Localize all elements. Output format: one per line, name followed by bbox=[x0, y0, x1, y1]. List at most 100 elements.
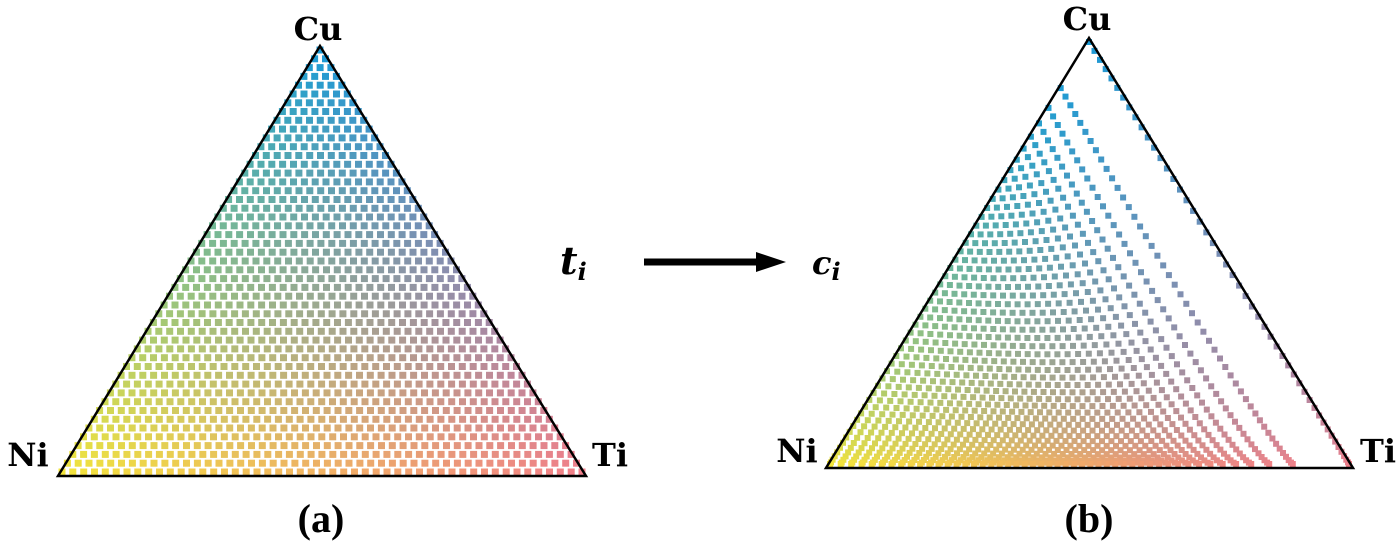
grid-b-composition-point bbox=[1285, 457, 1292, 464]
grid-b-composition-point bbox=[843, 434, 850, 441]
grid-b-composition-point bbox=[1192, 359, 1199, 366]
grid-b-composition-point bbox=[1097, 287, 1104, 294]
grid-a-composition-point bbox=[193, 424, 201, 432]
grid-b-composition-point bbox=[958, 413, 965, 420]
grid-a-composition-point bbox=[518, 459, 526, 467]
grid-b-composition-point bbox=[1012, 221, 1019, 228]
grid-b-composition-point bbox=[1078, 457, 1085, 464]
grid-a-composition-point bbox=[453, 442, 461, 450]
grid-a-composition-point bbox=[296, 380, 304, 388]
grid-a-composition-point bbox=[312, 389, 320, 397]
grid-b-composition-point bbox=[1059, 451, 1066, 457]
grid-a-composition-point bbox=[144, 380, 152, 388]
grid-b-composition-point bbox=[878, 429, 885, 436]
grid-a-composition-point bbox=[469, 415, 477, 423]
grid-a-composition-point bbox=[399, 319, 406, 326]
grid-b-composition-point bbox=[1064, 172, 1070, 179]
grid-a-composition-point bbox=[155, 345, 163, 353]
grid-a-composition-point bbox=[253, 380, 261, 388]
grid-a-composition-point bbox=[306, 257, 314, 265]
grid-b-composition-point bbox=[870, 389, 877, 396]
grid-b-composition-point bbox=[885, 435, 892, 442]
grid-b-composition-point bbox=[1085, 442, 1092, 449]
grid-b-composition-point bbox=[1024, 351, 1031, 358]
grid-b-composition-point bbox=[922, 425, 929, 431]
grid-b-composition-point bbox=[1210, 454, 1217, 461]
grid-a-composition-point bbox=[171, 336, 179, 344]
grid-b-composition-point bbox=[1013, 156, 1020, 163]
grid-a-composition-point bbox=[344, 248, 352, 256]
grid-a-composition-point bbox=[464, 407, 472, 414]
grid-b-composition-point bbox=[1255, 450, 1262, 457]
grid-b-composition-point bbox=[1198, 454, 1204, 461]
grid-a-composition-point bbox=[226, 424, 234, 432]
grid-b-composition-point bbox=[988, 213, 995, 220]
grid-a-composition-point bbox=[529, 424, 537, 432]
grid-a-composition-point bbox=[464, 319, 471, 326]
grid-a-composition-point bbox=[305, 99, 313, 107]
grid-a-composition-point bbox=[524, 450, 532, 458]
grid-b-composition-point bbox=[1199, 442, 1206, 449]
grid-a-composition-point bbox=[453, 336, 461, 344]
grid-a-composition-point bbox=[344, 143, 351, 151]
grid-a-composition-point bbox=[161, 424, 169, 432]
grid-a-composition-point bbox=[150, 424, 158, 432]
grid-b-composition-point bbox=[1139, 457, 1146, 464]
grid-a-composition-point bbox=[306, 152, 314, 159]
grid-a-composition-point bbox=[322, 108, 330, 115]
grid-b-composition-point bbox=[1005, 442, 1012, 449]
grid-b-composition-point bbox=[1033, 450, 1040, 457]
grid-a-composition-point bbox=[253, 363, 260, 370]
grid-a-composition-point bbox=[356, 407, 364, 414]
grid-b-composition-point bbox=[863, 453, 870, 460]
grid-a-composition-point bbox=[219, 204, 227, 212]
grid-a-composition-point bbox=[263, 380, 271, 388]
grid-b-composition-point bbox=[1027, 229, 1034, 236]
grid-a-composition-point bbox=[257, 248, 265, 256]
grid-b-composition-point bbox=[980, 309, 987, 315]
grid-b-composition-point bbox=[966, 300, 972, 306]
grid-a-composition-point bbox=[101, 433, 109, 441]
grid-a-composition-point bbox=[258, 442, 266, 450]
grid-a-composition-point bbox=[296, 292, 303, 300]
grid-a-composition-point bbox=[578, 468, 586, 476]
grid-a-composition-point bbox=[188, 415, 196, 423]
grid-b-composition-point bbox=[1027, 409, 1034, 416]
grid-b-composition-point bbox=[1006, 248, 1013, 255]
grid-a-composition-point bbox=[273, 152, 281, 159]
grid-b-composition-point bbox=[1014, 442, 1021, 449]
grid-a-composition-point bbox=[230, 239, 238, 247]
grid-a-composition-point bbox=[246, 196, 254, 203]
grid-b-composition-point bbox=[1054, 122, 1061, 128]
grid-a-composition-point bbox=[371, 134, 379, 142]
grid-b-composition-point bbox=[1060, 194, 1067, 201]
grid-a-composition-point bbox=[188, 433, 196, 441]
grid-a-composition-point bbox=[354, 125, 362, 133]
grid-b-composition-point bbox=[1095, 457, 1102, 464]
grid-b-composition-point bbox=[1196, 218, 1203, 225]
grid-a-composition-point bbox=[269, 319, 276, 326]
grid-a-composition-point bbox=[188, 398, 196, 406]
grid-a-composition-point bbox=[502, 433, 510, 441]
grid-b-composition-point bbox=[931, 441, 938, 448]
grid-a-composition-point bbox=[349, 239, 357, 247]
grid-a-composition-point bbox=[333, 213, 341, 221]
grid-b-composition-point bbox=[1203, 375, 1210, 382]
grid-b-composition-point bbox=[1035, 457, 1042, 464]
grid-a-composition-point bbox=[458, 310, 466, 318]
grid-a-composition-point bbox=[311, 72, 319, 80]
grid-b-composition-point bbox=[1047, 197, 1054, 204]
grid-b-composition-point bbox=[1020, 374, 1027, 381]
grid-a-composition-point bbox=[377, 424, 385, 432]
grid-a-composition-point bbox=[383, 433, 391, 441]
grid-a-composition-point bbox=[371, 222, 379, 230]
grid-b-composition-point bbox=[1042, 450, 1049, 457]
grid-a-composition-point bbox=[340, 433, 347, 441]
grid-b-composition-point bbox=[942, 273, 949, 280]
grid-a-composition-point bbox=[382, 345, 390, 353]
grid-b-composition-point bbox=[1060, 326, 1066, 333]
grid-b-composition-point bbox=[1055, 409, 1062, 416]
grid-b-composition-point bbox=[966, 316, 972, 323]
grid-b-composition-point bbox=[1171, 324, 1178, 331]
grid-b-composition-point bbox=[1021, 461, 1028, 467]
